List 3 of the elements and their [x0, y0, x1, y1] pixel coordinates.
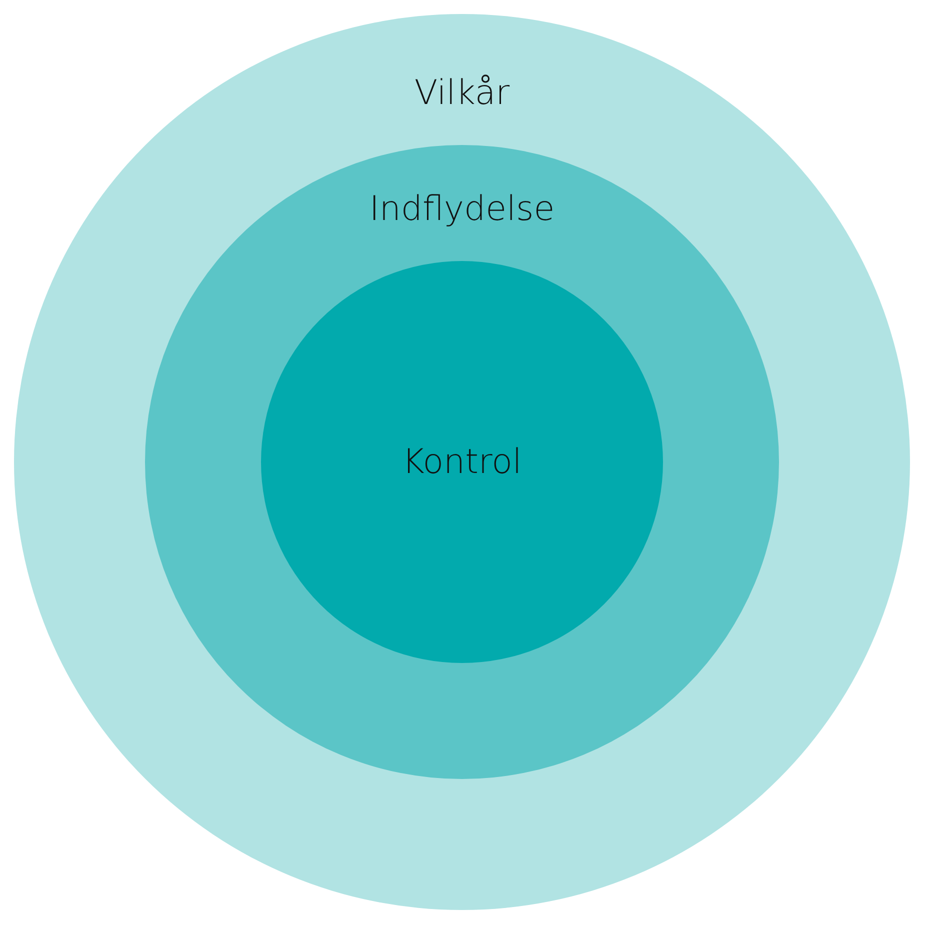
- circle-label: Indflydelse: [368, 189, 556, 229]
- circle-label: Vilkår: [413, 73, 511, 113]
- circle-label: Kontrol: [401, 442, 523, 482]
